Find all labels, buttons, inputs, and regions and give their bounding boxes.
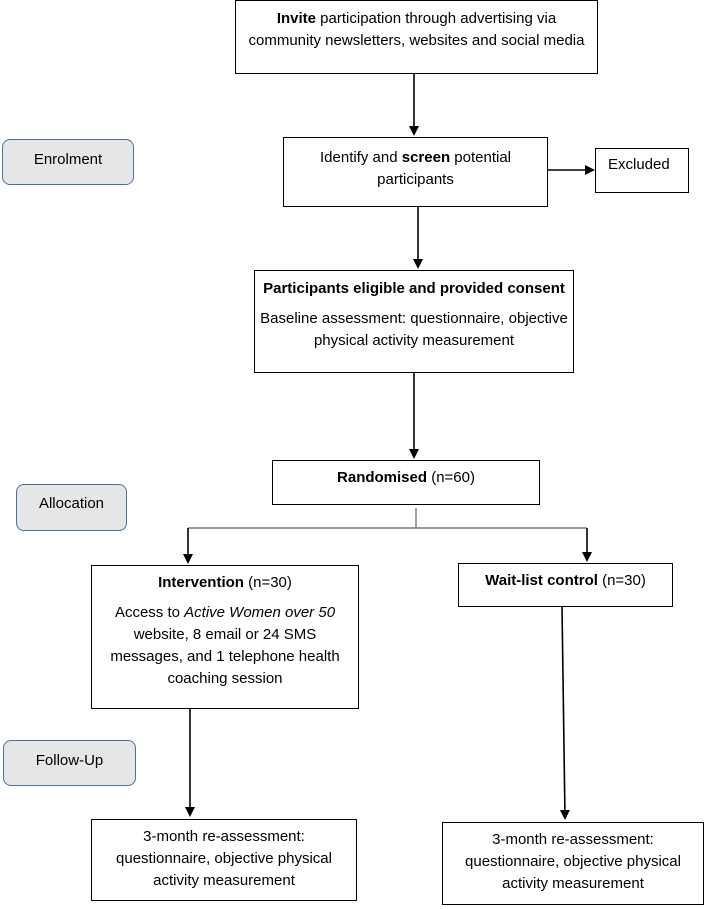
intervention-program-name: Active Women over 50 — [184, 604, 336, 621]
phase-allocation-label: Allocation — [38, 495, 105, 512]
intervention-line1-pre: Access to — [114, 604, 185, 621]
intervention-line2: website, 8 email or 24 SMS — [133, 626, 317, 643]
eligible-line2: physical activity measurement — [313, 332, 515, 349]
invite-line2: community newsletters, websites and soci… — [248, 32, 585, 49]
excluded-box: Excluded — [595, 148, 689, 193]
followup-right-box: 3-month re-assessment: questionnaire, ob… — [442, 822, 704, 905]
control-count: (n=30) — [597, 572, 646, 589]
followup-left-line1: 3-month re-assessment: — [143, 828, 305, 845]
control-bold: Wait-list control — [485, 572, 598, 589]
intervention-line3: messages, and 1 telephone health — [110, 648, 340, 665]
intervention-box: Intervention (n=30) Access to Active Wom… — [91, 565, 359, 709]
phase-followup: Follow-Up — [3, 740, 136, 786]
phase-followup-label: Follow-Up — [35, 752, 104, 769]
excluded-label: Excluded — [608, 156, 670, 173]
eligible-line1: Baseline assessment: questionnaire, obje… — [260, 310, 568, 327]
invite-bold: Invite — [276, 10, 317, 27]
intervention-line4: coaching session — [167, 670, 283, 687]
control-box: Wait-list control (n=30) — [458, 563, 673, 607]
followup-right-line1: 3-month re-assessment: — [492, 831, 654, 848]
phase-allocation: Allocation — [16, 484, 127, 531]
invite-box: Invite participation through advertising… — [235, 0, 598, 74]
randomised-bold: Randomised — [337, 469, 428, 486]
followup-left-box: 3-month re-assessment: questionnaire, ob… — [91, 819, 357, 901]
screen-box: Identify and screen potential participan… — [283, 137, 548, 207]
followup-right-line3: activity measurement — [502, 875, 644, 892]
phase-enrolment: Enrolment — [2, 139, 134, 185]
randomised-box: Randomised (n=60) — [272, 460, 540, 505]
invite-text: participation through advertising via — [316, 10, 557, 27]
followup-left-line2: questionnaire, objective physical — [116, 850, 332, 867]
screen-bold: screen — [401, 149, 451, 166]
screen-post: potential — [450, 149, 511, 166]
phase-enrolment-label: Enrolment — [33, 151, 103, 168]
followup-left-line3: activity measurement — [153, 872, 295, 889]
randomised-count: (n=60) — [427, 469, 475, 486]
followup-right-line2: questionnaire, objective physical — [465, 853, 681, 870]
intervention-bold: Intervention — [158, 574, 244, 591]
screen-pre: Identify and — [320, 149, 402, 166]
screen-line2: participants — [377, 171, 454, 188]
arrow-control-to-followup — [559, 606, 570, 820]
intervention-count: (n=30) — [243, 574, 292, 591]
eligible-title: Participants eligible and provided conse… — [263, 280, 565, 297]
eligible-box: Participants eligible and provided conse… — [254, 270, 574, 373]
